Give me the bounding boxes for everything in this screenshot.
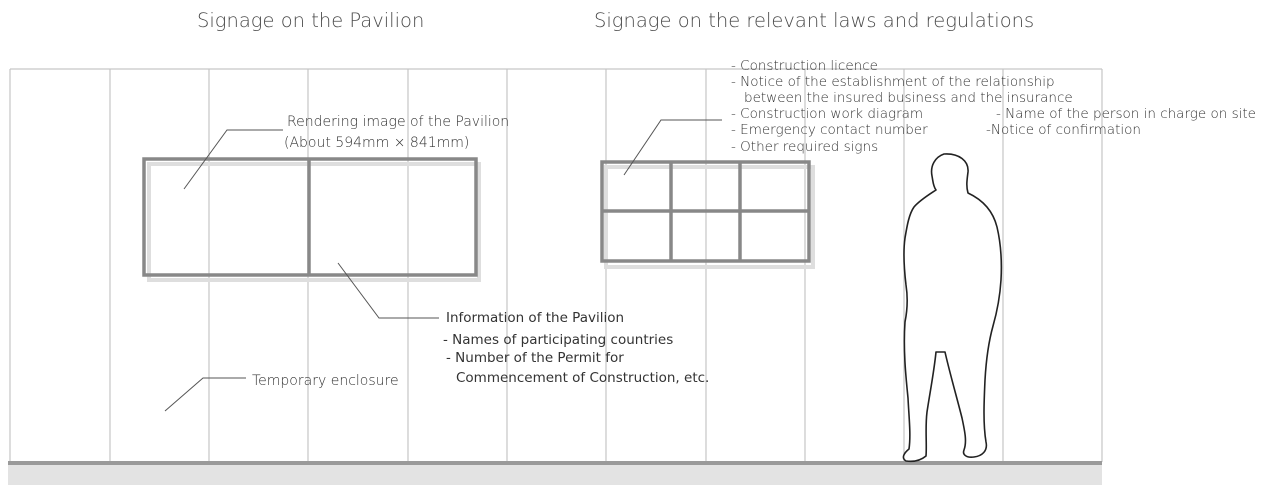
laws-item-emergency-contact: - Emergency contact number [731,122,928,138]
enclosure-leader-line [164,377,246,412]
laws-item-work-diagram: - Construction work diagram [731,106,923,122]
rendering-leader-line [183,129,283,190]
rendering-label: Rendering image of the Pavilion [287,114,509,130]
rendering-size-label: (About 594mm × 841mm) [284,135,469,151]
info-item-countries: - Names of participating countries [443,332,673,348]
pavilion-signboard [142,157,481,282]
laws-item-confirmation-notice: -Notice of confirmation [986,122,1141,138]
laws-item-construction-licence: - Construction licence [731,58,878,74]
laws-signboard [600,160,815,269]
person-silhouette [902,153,1003,463]
ground [8,461,1102,485]
info-title-label: Information of the Pavilion [446,310,624,326]
title-laws-signage: Signage on the relevant laws and regulat… [594,9,1034,32]
info-leader-line [337,262,439,319]
title-pavilion-signage: Signage on the Pavilion [197,9,424,32]
laws-item-other-signs: - Other required signs [731,139,878,155]
laws-item-person-in-charge: - Name of the person in charge on site [996,106,1256,122]
info-item-permit: - Number of the Permit for [446,350,624,366]
laws-item-insurance-notice: - Notice of the establishment of the rel… [731,74,1055,90]
laws-leader-line [623,119,722,176]
laws-item-insurance-notice-cont: between the insured business and the ins… [744,90,1073,106]
info-item-permit-cont: Commencement of Construction, etc. [456,370,709,386]
enclosure-label: Temporary enclosure [252,373,399,389]
